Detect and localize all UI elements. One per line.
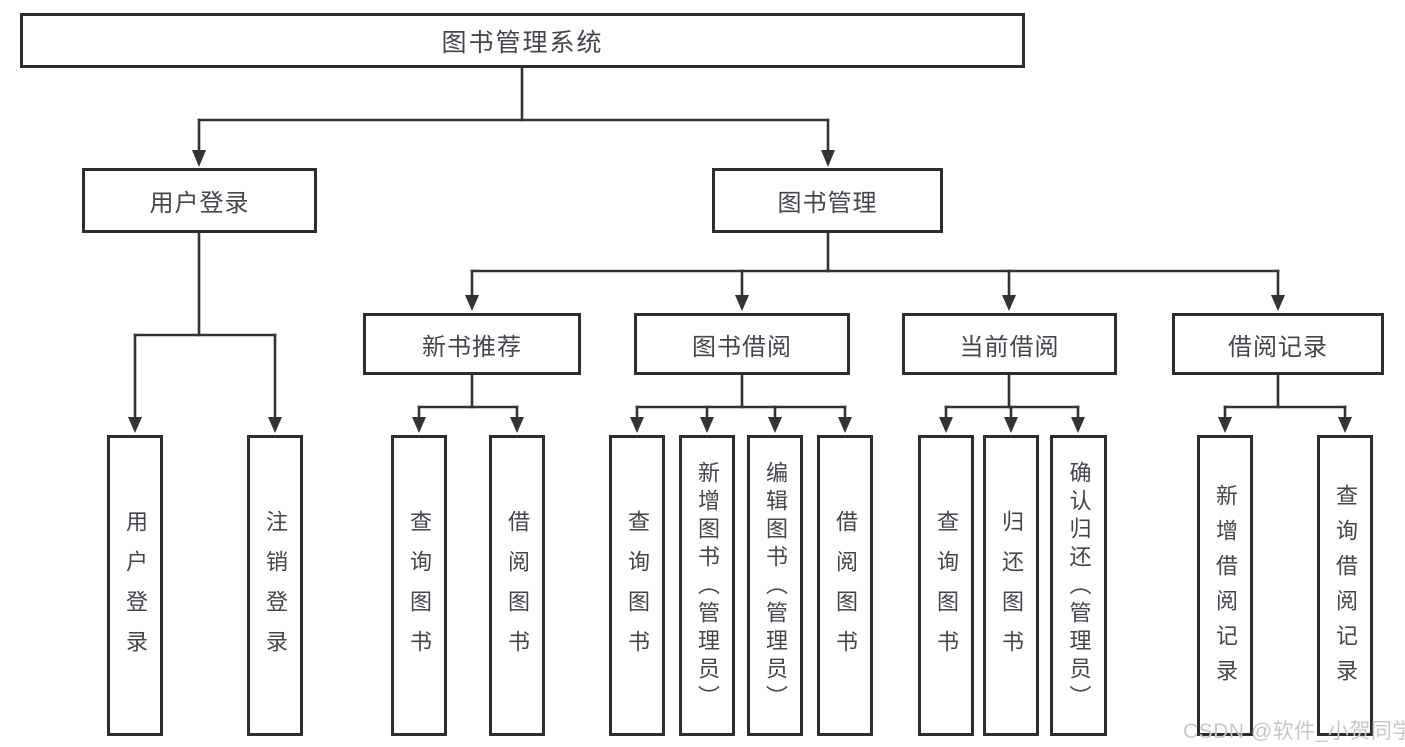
leaf-user-login-label: 用户登录 [123,510,148,670]
node-book-management-label: 图书管理 [777,190,878,217]
leaf-add-book-admin: 新增图书（管理员） [679,435,735,736]
leaf-query-book-label: 查询图书 [625,510,650,670]
node-root: 图书管理系统 [20,13,1025,68]
node-new-book-recommend: 新书推荐 [363,313,581,375]
leaf-borrow-book: 借阅图书 [817,435,873,736]
leaf-logout-label: 注销登录 [263,510,288,670]
node-user-login-label: 用户登录 [149,190,250,217]
leaf-borrow-book-label: 借阅图书 [505,510,530,670]
leaf-edit-book-admin: 编辑图书（管理员） [747,435,803,736]
node-book-management: 图书管理 [712,168,943,233]
leaf-add-borrow-record-label: 新增借阅记录 [1213,483,1238,694]
leaf-query-book-label: 查询图书 [407,510,432,670]
leaf-query-book: 查询图书 [391,435,447,736]
leaf-query-book: 查询图书 [918,435,974,736]
leaf-edit-book-admin-label: 编辑图书（管理员） [763,461,788,713]
leaf-query-book: 查询图书 [609,435,665,736]
leaf-add-borrow-record: 新增借阅记录 [1197,435,1253,736]
node-new-book-recommend-label: 新书推荐 [422,333,522,361]
leaf-query-book-label: 查询图书 [934,510,959,670]
node-root-label: 图书管理系统 [441,28,604,57]
node-borrow-record: 借阅记录 [1172,313,1384,375]
leaf-borrow-book-label: 借阅图书 [833,510,858,670]
node-user-login: 用户登录 [82,168,317,233]
node-current-borrow-label: 当前借阅 [959,333,1060,361]
leaf-borrow-book: 借阅图书 [489,435,545,736]
watermark: CSDN @软件_小贺同学 [1183,720,1405,743]
leaf-return-book: 归还图书 [983,435,1039,736]
leaf-confirm-return-admin-label: 确认归还（管理员） [1066,461,1092,713]
leaf-logout: 注销登录 [247,435,303,736]
leaf-confirm-return-admin: 确认归还（管理员） [1050,435,1107,736]
leaf-return-book-label: 归还图书 [999,510,1024,670]
leaf-add-book-admin-label: 新增图书（管理员） [695,461,720,713]
leaf-user-login: 用户登录 [107,435,163,736]
node-book-borrow-label: 图书借阅 [692,333,792,361]
leaf-query-borrow-record: 查询借阅记录 [1317,435,1373,736]
node-current-borrow: 当前借阅 [902,313,1117,375]
leaf-query-borrow-record-label: 查询借阅记录 [1333,483,1358,694]
node-book-borrow: 图书借阅 [634,313,850,375]
node-borrow-record-label: 借阅记录 [1228,333,1328,361]
